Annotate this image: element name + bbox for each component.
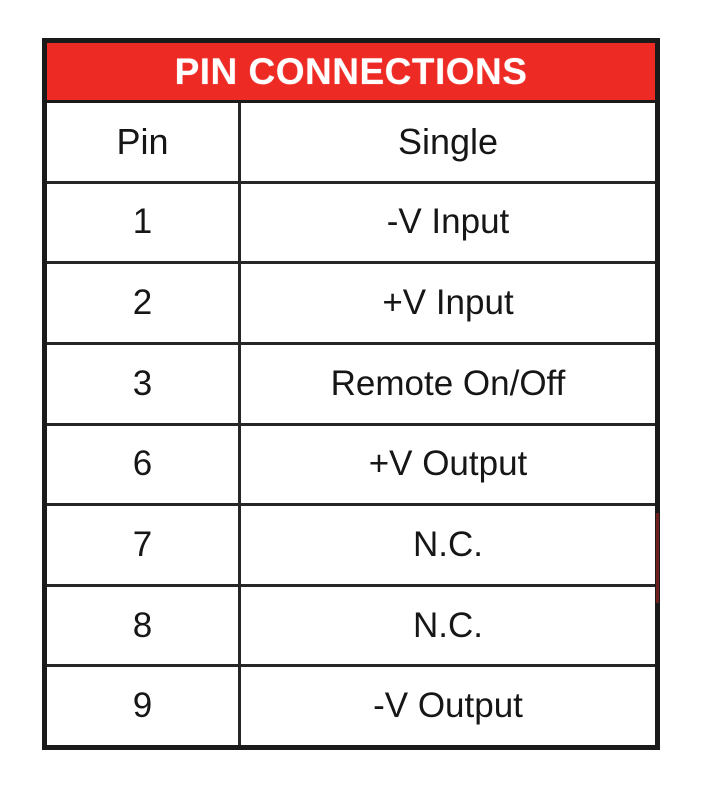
table-row: 2 +V Input	[47, 264, 655, 345]
cell-pin-number: 3	[47, 344, 241, 423]
table-row: 7 N.C.	[47, 506, 655, 587]
cell-pin-number: 8	[47, 586, 241, 665]
cell-pin-number: 9	[47, 667, 241, 745]
cell-pin-signal: Remote On/Off	[330, 363, 566, 403]
table-row: 1 -V Input	[47, 183, 655, 265]
table-row: 3 Remote On/Off	[47, 344, 655, 426]
cell-pin-signal: N.C.	[413, 605, 483, 645]
table-title: PIN CONNECTIONS	[174, 51, 528, 92]
cell-pin-number: 2	[47, 264, 241, 342]
cell-pin-signal: -V Input	[386, 202, 510, 242]
table-row: 6 +V Output	[47, 425, 655, 507]
cell-pin-signal: N.C.	[413, 524, 483, 564]
table-row: 8 N.C.	[47, 586, 655, 668]
cell-pin-number: 6	[47, 425, 241, 504]
cell-pin-signal: -V Output	[373, 686, 523, 726]
pin-connections-table: PIN CONNECTIONS Pin Single 1 -V Input 2 …	[42, 38, 660, 750]
table-title-banner: PIN CONNECTIONS	[47, 43, 655, 103]
scan-artifact	[656, 513, 659, 603]
table-header-row: Pin Single	[47, 103, 655, 184]
cell-pin-number: 1	[47, 183, 241, 262]
cell-pin-signal: +V Output	[368, 444, 528, 484]
table-body: Pin Single 1 -V Input 2 +V Input 3 Remot…	[47, 103, 655, 745]
cell-pin-number: 7	[47, 506, 241, 584]
table-row: 9 -V Output	[47, 667, 655, 745]
column-header-signal: Single	[397, 120, 499, 162]
cell-pin-signal: +V Input	[382, 283, 514, 323]
column-header-pin: Pin	[47, 103, 241, 181]
